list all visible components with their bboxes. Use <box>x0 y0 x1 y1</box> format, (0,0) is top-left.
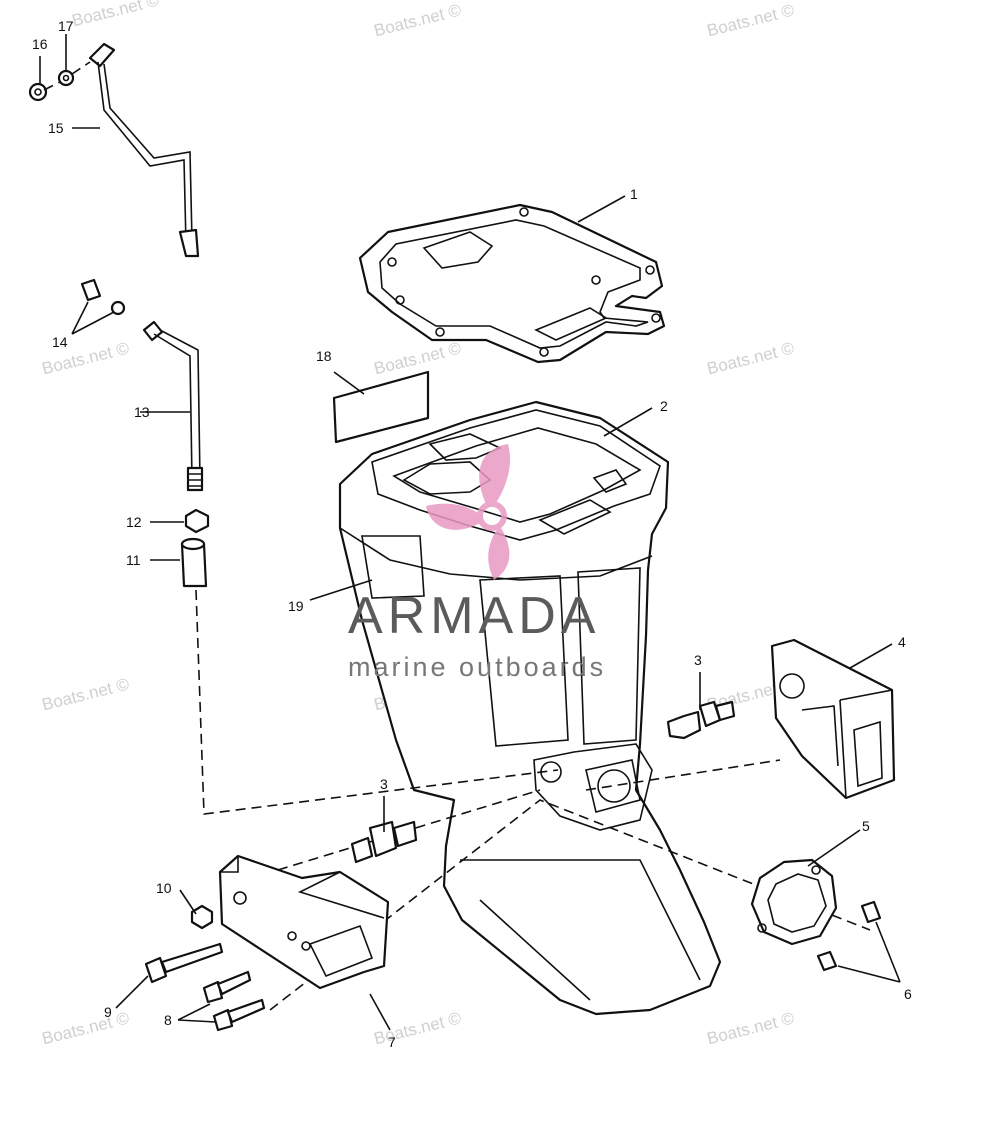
callout-11: 11 <box>126 552 141 568</box>
callout-1: 1 <box>630 186 638 202</box>
callout-7: 7 <box>388 1034 396 1050</box>
callout-19: 19 <box>288 598 304 614</box>
callout-16: 16 <box>32 36 48 52</box>
callout-18: 18 <box>316 348 332 364</box>
brand-name: ARMADA <box>348 587 601 645</box>
bracket-part-4 <box>770 638 896 800</box>
bolt-part-8 <box>202 970 266 1032</box>
washer-part-17 <box>57 69 75 87</box>
gasket-part-1 <box>358 203 666 364</box>
callout-3: 3 <box>694 652 702 668</box>
mount-part-3-right <box>666 700 736 740</box>
bracket-part-7 <box>218 854 390 990</box>
callout-3: 3 <box>380 776 388 792</box>
screw-part-14 <box>80 278 126 316</box>
callout-2: 2 <box>660 398 668 414</box>
armada-logo-icon <box>426 444 511 580</box>
callout-6: 6 <box>904 986 912 1002</box>
callout-4: 4 <box>898 634 906 650</box>
callout-9: 9 <box>104 1004 112 1020</box>
callout-13: 13 <box>134 404 150 420</box>
shift-rod-part-13 <box>142 320 204 492</box>
brand-tagline: marine outboards <box>348 652 607 682</box>
callout-8: 8 <box>164 1012 172 1028</box>
leader-lines <box>39 34 901 1031</box>
nut-part-12 <box>184 508 210 534</box>
callout-14: 14 <box>52 334 68 350</box>
callout-15: 15 <box>48 120 64 136</box>
callout-17: 17 <box>58 18 74 34</box>
callout-10: 10 <box>156 880 172 896</box>
nut-part-16 <box>28 82 48 102</box>
callout-12: 12 <box>126 514 142 530</box>
mount-part-3-center <box>350 820 418 864</box>
cover-part-5 <box>750 858 838 946</box>
bolt-part-9 <box>144 942 224 984</box>
assembly-line <box>195 589 559 815</box>
assembly-line <box>585 759 781 791</box>
coupler-part-11 <box>180 537 208 588</box>
shift-rod-part-15 <box>88 42 200 258</box>
decal-part-18 <box>332 370 430 444</box>
screw-part-6 <box>816 900 882 972</box>
callout-5: 5 <box>862 818 870 834</box>
driveshaft-housing-part-2 <box>338 400 722 1016</box>
nut-part-10 <box>190 904 214 930</box>
